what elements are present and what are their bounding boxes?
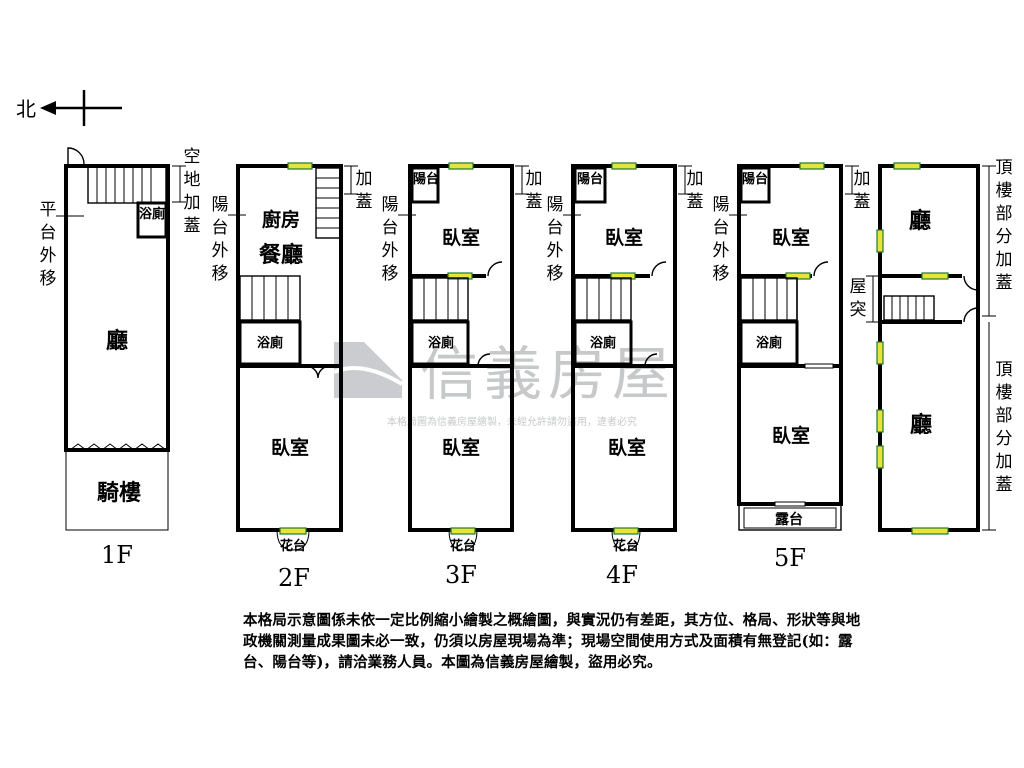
room-label: 臥室: [608, 436, 646, 459]
floor-4f: 陽台 浴廁 臥室 臥室 花台 4F 加蓋 陽台外移: [547, 162, 704, 589]
annotation: 加蓋: [854, 169, 871, 212]
annotation: 頂樓部分加蓋: [996, 158, 1013, 293]
room-label: 陽台: [577, 171, 603, 187]
room-label: 臥室: [772, 226, 810, 249]
door-icon: [487, 261, 503, 277]
annotation: 頂樓部分加蓋: [996, 360, 1013, 495]
watermark: 信義房屋 本格局圖為信義房屋繪製，未經允許請勿盜用，違者必究: [333, 340, 676, 428]
room-label: 屋突: [850, 277, 867, 320]
floor-3f: 陽台 浴廁 臥室 臥室 花台 3F 加蓋 陽台外移: [382, 162, 543, 589]
room-label: 廳: [106, 328, 128, 354]
door-icon: [305, 365, 331, 379]
watermark-brand: 信義房屋: [420, 340, 676, 408]
disclaimer-note: 本格局示意圖係未依一定比例縮小繪製之概繪圖，與實況仍有差距，其方位、格局、形狀等…: [243, 612, 861, 671]
room-label: 臥室: [772, 424, 810, 447]
annotation: 陽台外移: [382, 195, 399, 284]
floor-roof: 廳 廳 屋突 頂樓部分加蓋 頂樓部分加蓋: [850, 158, 1013, 535]
door-icon: [477, 353, 491, 367]
annotation: 加蓋: [356, 169, 373, 212]
room-label: 廳: [909, 208, 931, 234]
door-icon: [651, 261, 667, 277]
room-label: 浴廁: [257, 335, 283, 351]
room-label: 浴廁: [590, 335, 616, 351]
annotation: 陽台外移: [547, 195, 564, 284]
floor-label: 5F: [774, 544, 806, 572]
room-label: 臥室: [271, 436, 309, 459]
annotation: 空地加蓋: [184, 147, 201, 236]
room-label: 餐廳: [259, 242, 303, 268]
stairs: [87, 166, 167, 204]
room-label: 陽台: [742, 171, 768, 187]
room-label: 浴廁: [139, 206, 165, 222]
floor-label: 1F: [101, 541, 133, 569]
door-icon: [644, 353, 658, 367]
room-label: 臥室: [442, 436, 480, 459]
annotation: 陽台外移: [212, 195, 229, 284]
room-label: 陽台: [413, 171, 439, 187]
floor-5f: 陽台 浴廁 臥室 臥室 露台 5F 加蓋 陽台外移: [713, 162, 871, 572]
room-label: 臥室: [605, 226, 643, 249]
floor-label: 2F: [278, 564, 310, 592]
room-label: 露台: [775, 511, 803, 528]
door-icon: [963, 275, 979, 291]
door-icon: [963, 307, 979, 323]
room-label: 花台: [280, 538, 306, 554]
room-label: 浴廁: [428, 335, 454, 351]
floor-label: 4F: [606, 561, 638, 589]
annotation: 加蓋: [526, 169, 543, 212]
north-arrow-icon: [40, 101, 56, 115]
floor-label: 3F: [445, 561, 477, 589]
floor-1f: 浴廁 廳 騎樓 1F 空地加蓋 平台外移: [40, 147, 201, 569]
room-label: 騎樓: [97, 480, 141, 506]
door-icon: [813, 261, 829, 277]
north-label: 北: [16, 97, 36, 121]
annotation: 加蓋: [687, 169, 704, 212]
floor-2f: 浴廁 廚房 餐廳 臥室 花台 2F 加蓋 陽台外移: [212, 162, 373, 592]
room-label: 廚房: [262, 208, 300, 231]
north-compass: 北: [16, 90, 122, 126]
annotation: 平台外移: [40, 200, 57, 289]
room-label: 臥室: [442, 226, 480, 249]
room-label: 廳: [910, 412, 932, 438]
annotation: 陽台外移: [713, 195, 730, 284]
room-label: 浴廁: [756, 335, 782, 351]
room-label: 花台: [450, 538, 476, 554]
room-label: 花台: [613, 538, 639, 554]
door-icon: [67, 147, 85, 165]
